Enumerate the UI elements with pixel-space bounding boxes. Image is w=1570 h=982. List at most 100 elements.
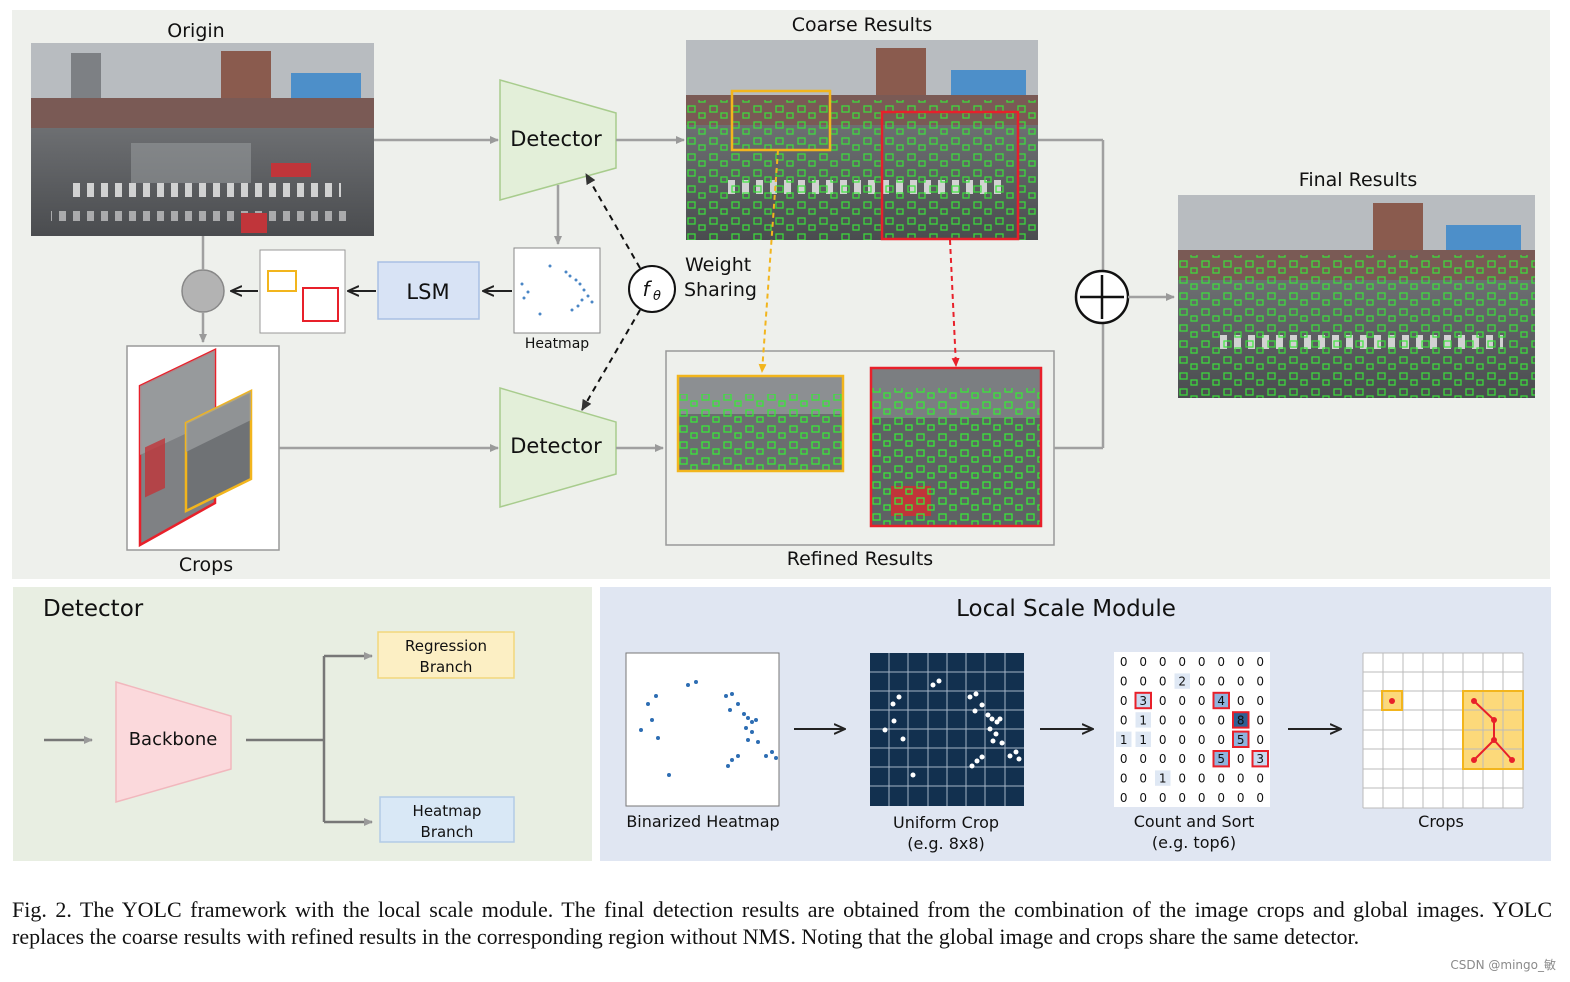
count-cell: 0	[1198, 655, 1206, 669]
count-cell: 1	[1120, 733, 1128, 747]
count-cell: 0	[1256, 733, 1264, 747]
backbone-shape	[115, 680, 232, 803]
count-cell: 0	[1217, 675, 1225, 689]
count-cell-highlight	[1135, 712, 1151, 728]
count-cell: 0	[1120, 713, 1128, 727]
count-cell: 0	[1256, 713, 1264, 727]
refined-label: Refined Results	[787, 548, 933, 570]
coarse-image	[686, 40, 1038, 241]
uniform-crop-line1: Uniform Crop	[893, 813, 999, 832]
count-cell: 0	[1120, 694, 1128, 708]
count-cell: 0	[1217, 772, 1225, 786]
count-cell: 0	[1256, 772, 1264, 786]
count-cell: 0	[1178, 655, 1186, 669]
count-sort-line1: Count and Sort	[1134, 812, 1255, 831]
count-cell-highlight	[1155, 770, 1171, 786]
count-cell-highlight	[1116, 731, 1132, 747]
lsm-box	[377, 261, 480, 320]
count-cell: 0	[1198, 791, 1206, 805]
count-cell: 0	[1237, 791, 1245, 805]
lsm-label: LSM	[406, 280, 449, 304]
crop-operator-circle	[181, 269, 225, 313]
count-cell-highlight	[1174, 673, 1190, 689]
count-cell: 0	[1256, 791, 1264, 805]
backbone-label: Backbone	[129, 729, 218, 750]
count-cell: 0	[1198, 675, 1206, 689]
final-label: Final Results	[1299, 169, 1417, 191]
count-cell: 0	[1256, 655, 1264, 669]
count-cell-highlight	[1251, 750, 1269, 768]
count-cell: 0	[1178, 791, 1186, 805]
count-cell: 0	[1198, 752, 1206, 766]
count-cell: 0	[1237, 694, 1245, 708]
origin-image	[31, 43, 374, 236]
count-cell: 0	[1237, 675, 1245, 689]
count-cell-highlight	[1134, 691, 1152, 710]
count-cell-highlight	[1212, 750, 1230, 768]
uniform-crop-line2: (e.g. 8x8)	[907, 834, 985, 853]
watermark: CSDN @mingo_敏	[1450, 958, 1556, 972]
crops-panel-label: Crops	[1418, 812, 1464, 831]
count-cell: 0	[1198, 772, 1206, 786]
count-cell-highlight	[1135, 731, 1151, 747]
final-image	[1178, 195, 1535, 398]
count-cell: 0	[1256, 694, 1264, 708]
refined-red-crop	[869, 366, 1043, 528]
refined-yellow-crop	[676, 374, 845, 473]
count-cell: 0	[1139, 791, 1147, 805]
crop-regions-box	[259, 249, 346, 334]
heatmap-branch-box	[379, 796, 515, 843]
count-cell: 0	[1217, 791, 1225, 805]
count-cell: 1	[1159, 772, 1167, 786]
count-cell: 3	[1256, 752, 1264, 766]
weight-sharing-line2: Sharing	[684, 279, 757, 301]
count-cell: 0	[1198, 713, 1206, 727]
origin-label: Origin	[167, 20, 224, 42]
figure-caption: Fig. 2. The YOLC framework with the loca…	[12, 897, 1552, 949]
detector-panel-title: Detector	[43, 596, 144, 622]
count-cell: 0	[1139, 772, 1147, 786]
count-cell: 3	[1139, 694, 1147, 708]
count-cell: 0	[1178, 694, 1186, 708]
detector-top-label: Detector	[510, 127, 602, 151]
regression-branch-box	[377, 631, 515, 679]
count-cell: 0	[1120, 791, 1128, 805]
count-cell: 0	[1217, 713, 1225, 727]
count-cell: 0	[1237, 655, 1245, 669]
count-cell: 0	[1237, 772, 1245, 786]
count-cell: 0	[1120, 752, 1128, 766]
count-cell: 0	[1159, 791, 1167, 805]
count-cell: 1	[1139, 713, 1147, 727]
count-cell: 4	[1217, 694, 1225, 708]
count-cell: 0	[1178, 733, 1186, 747]
count-cell-highlight	[1212, 691, 1230, 710]
count-cell: 2	[1178, 675, 1186, 689]
heatmap-label: Heatmap	[525, 336, 589, 352]
count-cell: 5	[1217, 752, 1225, 766]
f-theta-symbol: f	[642, 277, 652, 301]
count-sort-line2: (e.g. top6)	[1152, 833, 1236, 852]
weight-sharing-line1: Weight	[685, 254, 751, 276]
count-cell: 0	[1139, 752, 1147, 766]
detector-bottom-label: Detector	[510, 434, 602, 458]
crops-label: Crops	[179, 554, 233, 576]
count-cell: 0	[1217, 733, 1225, 747]
count-cell: 0	[1159, 733, 1167, 747]
coarse-label: Coarse Results	[792, 14, 933, 36]
heatmap-box	[513, 247, 601, 334]
uniform-crop-grid	[870, 653, 1024, 806]
count-cell: 0	[1217, 655, 1225, 669]
count-cell: 0	[1139, 655, 1147, 669]
heatmap-branch-line1: Heatmap	[413, 802, 482, 820]
count-cell: 0	[1237, 752, 1245, 766]
count-cell: 0	[1159, 713, 1167, 727]
regression-branch-line2: Branch	[420, 658, 473, 676]
count-cell: 0	[1159, 752, 1167, 766]
count-cell: 0	[1120, 655, 1128, 669]
count-cell: 0	[1159, 675, 1167, 689]
count-cell: 1	[1139, 733, 1147, 747]
coarse-yellow-region	[730, 89, 832, 152]
count-cell: 0	[1256, 675, 1264, 689]
count-cell: 0	[1198, 694, 1206, 708]
